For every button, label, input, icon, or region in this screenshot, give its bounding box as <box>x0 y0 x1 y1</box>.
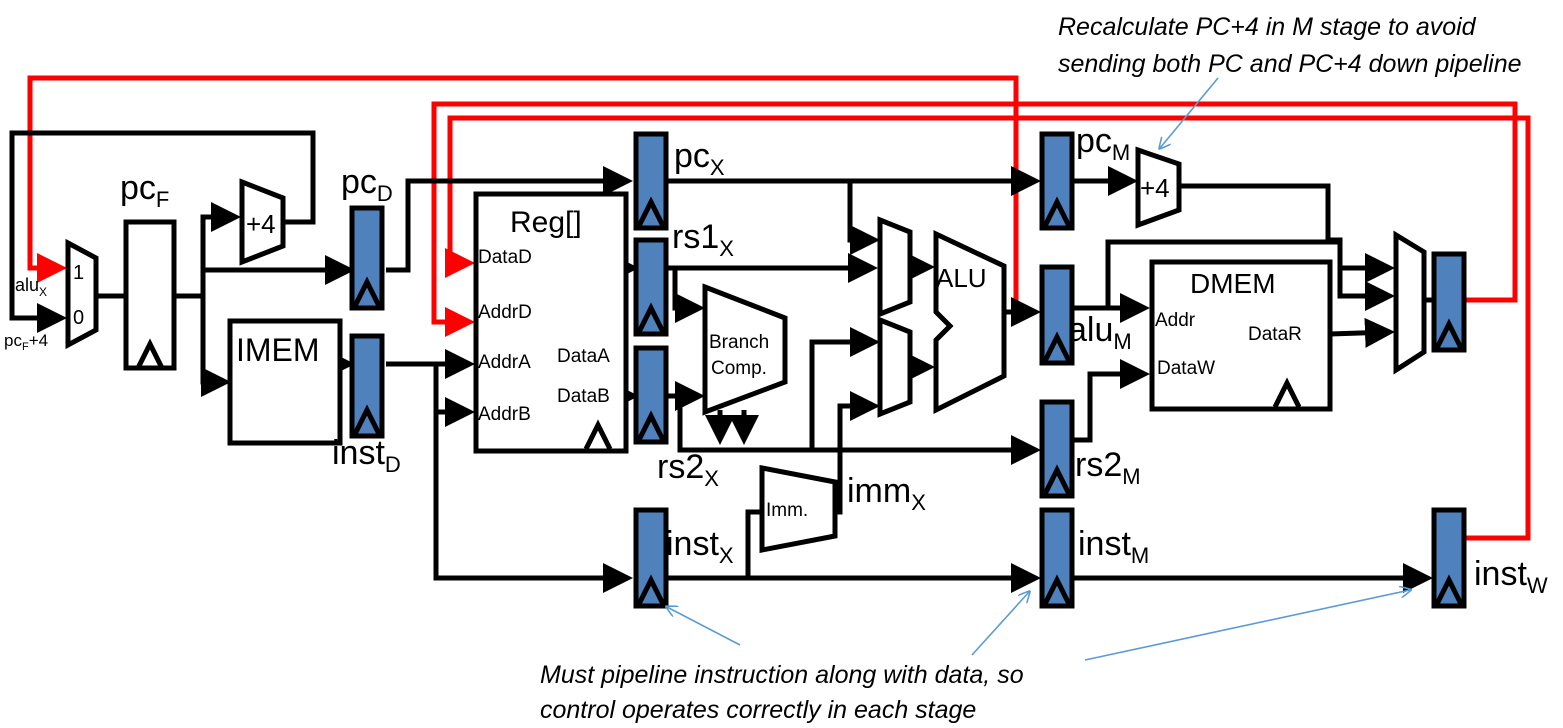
imm-gen-label: Imm. <box>766 500 808 521</box>
pipeline-register-alu-m <box>1039 264 1075 366</box>
plus4-adder-m <box>1135 146 1182 229</box>
dmem-block <box>1149 259 1333 412</box>
dmem-datar-label: DataR <box>1248 324 1302 345</box>
branch-comparator <box>702 283 788 416</box>
writeback-mux <box>1393 230 1427 375</box>
dmem-dataw-label: DataW <box>1157 358 1215 379</box>
pipeline-register-rs2-m <box>1039 399 1075 499</box>
alu-feedback-wire <box>27 75 1019 312</box>
pc-m-label: pcM <box>1076 122 1130 165</box>
inst-m-label: instM <box>1078 525 1149 568</box>
alu-m-label: aluM <box>1068 311 1132 354</box>
pc-f-register <box>123 219 177 371</box>
register-file <box>473 191 629 454</box>
imem-label: IMEM <box>236 332 320 368</box>
pipeline-register-rs1-x <box>633 237 669 337</box>
pc-x-label: pcX <box>674 137 725 180</box>
reg-addrd-label: AddrD <box>478 302 532 323</box>
annotation-top-line2: sending both PC and PC+4 down pipeline <box>1058 50 1522 78</box>
plus4-f-label: +4 <box>246 209 276 239</box>
dmem-label: DMEM <box>1190 268 1276 299</box>
alu-label: ALU <box>936 263 987 293</box>
writeback-data-wire <box>431 101 1518 337</box>
annotation-arrows <box>667 77 1410 661</box>
pipeline-register-wb-data <box>1431 251 1467 353</box>
pc-d-label: pcD <box>341 163 393 206</box>
annotation-top-line1: Recalculate PC+4 in M stage to avoid <box>1058 13 1477 41</box>
inst-x-label: instX <box>666 525 734 568</box>
reg-file-label: Reg[] <box>510 206 582 239</box>
annotation-bottom-line2: control operates correctly in each stage <box>540 696 976 724</box>
plus4-adder-f <box>239 178 286 266</box>
plus4-m-label: +4 <box>1140 173 1170 203</box>
reg-datab-label: DataB <box>557 386 610 407</box>
reg-addra-label: AddrA <box>478 352 531 373</box>
pipeline-register-inst-m <box>1039 507 1075 609</box>
pipeline-register-pc-d <box>349 205 385 311</box>
inst-w-label: instW <box>1474 555 1548 598</box>
alu-block <box>933 230 1007 415</box>
imm-generator <box>759 464 838 554</box>
reg-dataa-label: DataA <box>557 346 610 367</box>
rs1-x-label: rs1X <box>672 218 734 261</box>
datapath-wires <box>9 130 1433 593</box>
alu-a-mux <box>877 216 913 318</box>
pipeline-register-pc-x <box>633 131 669 231</box>
mux-input-zero-label: 0 <box>73 307 84 329</box>
pc-select-mux <box>65 238 99 350</box>
branch-comp-label-2: Comp. <box>711 358 767 379</box>
imm-x-label: immX <box>847 472 926 515</box>
reg-datad-label: DataD <box>478 247 532 268</box>
pipeline-register-inst-w <box>1431 507 1467 609</box>
alu-x-input-label: aluX <box>15 275 47 299</box>
pc-f-plus4-input-label: pcF+4 <box>4 331 48 353</box>
branch-comp-label-1: Branch <box>709 332 769 353</box>
dmem-addr-label: Addr <box>1155 310 1196 331</box>
pipeline-register-pc-m <box>1039 131 1075 231</box>
rs2-x-label: rs2X <box>657 448 719 491</box>
writeback-addr-wire <box>445 115 1531 541</box>
reg-addrb-label: AddrB <box>478 404 531 425</box>
rs2-m-label: rs2M <box>1075 446 1141 489</box>
pc-f-label: pcF <box>120 169 169 212</box>
pipeline-register-inst-x <box>633 507 669 609</box>
pipeline-register-rs2-x <box>633 345 669 445</box>
imem-block <box>227 318 343 446</box>
alu-b-mux <box>877 316 913 418</box>
mux-input-one-label: 1 <box>73 262 84 284</box>
annotation-bottom-line1: Must pipeline instruction along with dat… <box>540 661 1024 689</box>
inst-d-label: instD <box>332 434 401 477</box>
pipeline-register-inst-d <box>349 333 385 439</box>
